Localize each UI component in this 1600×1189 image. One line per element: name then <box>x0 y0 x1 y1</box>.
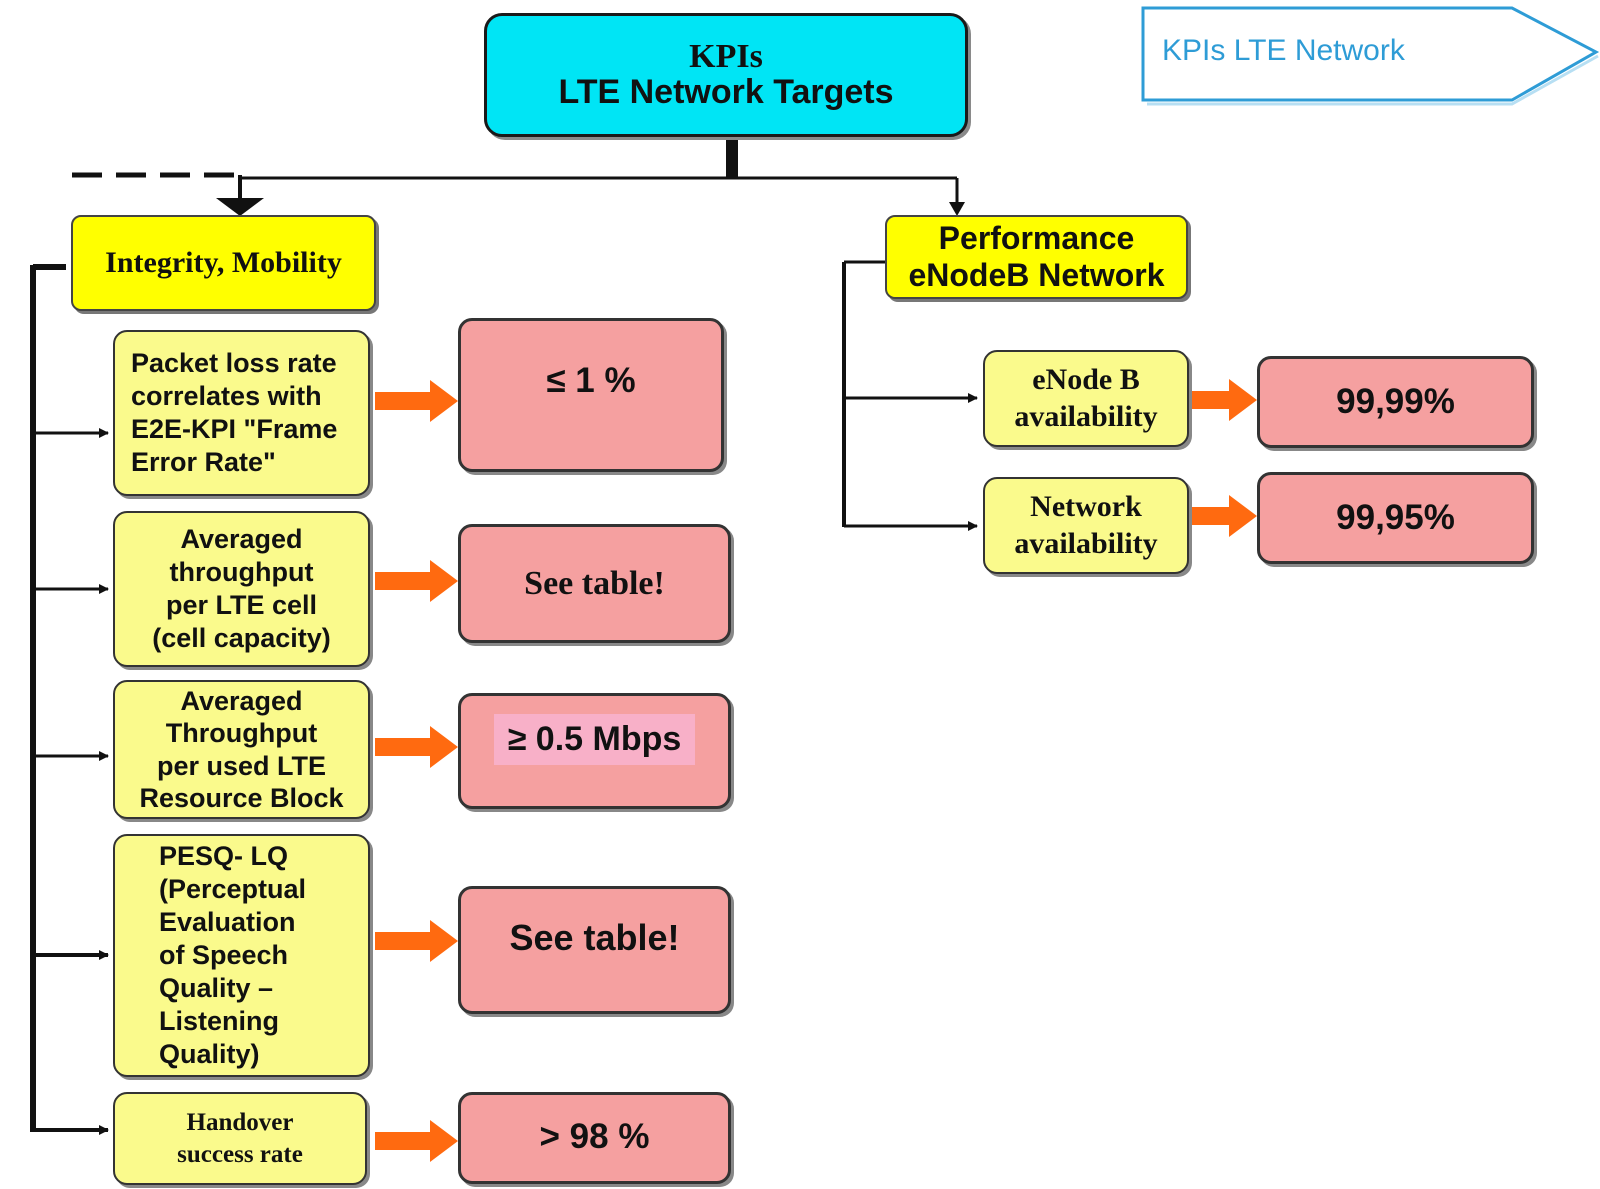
right-heading: Performance eNodeB Network <box>885 215 1188 299</box>
trunk-connector <box>726 136 738 178</box>
kpi-rb-throughput: Averaged Throughput per used LTE Resourc… <box>113 680 370 819</box>
target-network-availability: 99,95% <box>1257 472 1534 564</box>
target-pesq: See table! <box>458 886 731 1014</box>
target-rb-throughput-value: ≥ 0.5 Mbps <box>493 714 696 765</box>
kpi-packet-loss: Packet loss rate correlates with E2E-KPI… <box>113 330 370 496</box>
orange-arrow <box>1189 495 1257 537</box>
kpi-network-availability: Network availability <box>983 477 1189 574</box>
left-heading: Integrity, Mobility <box>71 215 376 311</box>
target-handover: > 98 % <box>458 1092 731 1184</box>
right-branch-arrowhead <box>949 202 965 216</box>
kpi-enodeb-availability: eNode B availability <box>983 350 1189 447</box>
target-rb-throughput: ≥ 0.5 Mbps <box>458 693 731 809</box>
orange-arrow <box>375 380 458 422</box>
orange-arrows <box>375 379 1257 1162</box>
target-enodeb-availability: 99,99% <box>1257 356 1534 448</box>
orange-arrow <box>375 1120 458 1162</box>
orange-arrow <box>375 560 458 602</box>
left-branch-arrowhead <box>216 198 264 216</box>
kpi-handover: Handover success rate <box>113 1092 367 1185</box>
title-line-1: KPIs <box>689 38 763 76</box>
title-box: KPIs LTE Network Targets <box>484 13 968 137</box>
target-cell-throughput: See table! <box>458 524 731 643</box>
title-line-2: LTE Network Targets <box>558 73 894 111</box>
orange-arrow <box>1189 379 1257 421</box>
target-packet-loss: ≤ 1 % <box>458 318 724 472</box>
kpi-cell-throughput: Averaged throughput per LTE cell (cell c… <box>113 511 370 667</box>
orange-arrow <box>375 920 458 962</box>
section-tag: KPIs LTE Network <box>1162 34 1405 67</box>
kpi-pesq: PESQ- LQ (Perceptual Evaluation of Speec… <box>113 834 370 1077</box>
orange-arrow <box>375 726 458 768</box>
tag-arrow-shape <box>1141 6 1600 102</box>
